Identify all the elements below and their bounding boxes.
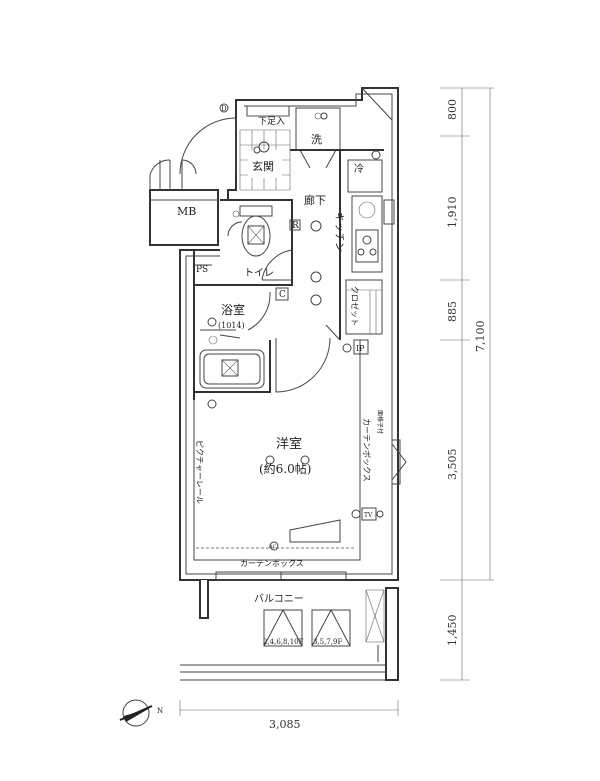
entrance-label: 玄関 <box>252 159 274 173</box>
dim-7100: 7,100 <box>474 321 487 353</box>
dim-1450: 1,450 <box>446 615 459 647</box>
ac-label: AC <box>268 544 277 550</box>
svg-text:N: N <box>157 707 163 715</box>
dim-3085: 3,085 <box>269 718 301 731</box>
mb-label: MB <box>177 205 196 218</box>
dim-885: 885 <box>446 301 459 322</box>
shoes-label: 下足入 <box>258 116 285 127</box>
evacuation-hatches <box>263 608 351 647</box>
kitchen-label: キッチン <box>333 212 345 252</box>
bath-size-label: (1014) <box>218 321 245 330</box>
balcony-window <box>215 571 347 581</box>
dim-800: 800 <box>446 99 459 120</box>
bath-label: 浴室 <box>221 302 245 317</box>
wash-label: 洗 <box>311 133 322 146</box>
ip-label: IP <box>356 344 365 353</box>
hand-window-label: 面格子付 <box>376 410 384 434</box>
bath-fixture <box>199 291 271 389</box>
compass-icon: N <box>119 699 163 727</box>
svg-text:D: D <box>221 105 227 113</box>
r-mark: R <box>292 221 299 231</box>
dim-1910: 1,910 <box>446 197 459 229</box>
toilet-label: トイレ <box>244 268 274 279</box>
kitchen-fixtures <box>345 159 395 335</box>
western-size-label: (約6.0帖) <box>259 461 311 476</box>
curtain-box-side-label: カーテンボックス <box>362 418 371 482</box>
toilet-fixture <box>232 205 273 257</box>
side-window <box>391 439 407 485</box>
closet-label: クロゼット <box>350 286 360 326</box>
fridge-label: 冷 <box>354 162 364 175</box>
lights <box>207 112 384 551</box>
balcony-label: バルコニー <box>254 593 304 605</box>
ac-unit <box>289 519 341 543</box>
curtain-box-bottom-label: カーテンボックス <box>240 559 304 568</box>
western-label: 洋室 <box>276 436 302 452</box>
dim-3505: 3,505 <box>446 449 459 481</box>
c-mark: C <box>279 290 286 300</box>
entrance-area: D <box>149 103 341 246</box>
ps-label: PS <box>196 265 208 275</box>
hatch-b-label: 3,5,7,9F <box>313 638 342 646</box>
dimension-lines <box>179 87 494 716</box>
picture-rail-label: ピクチャーレール <box>195 440 204 504</box>
tv-label: TV <box>364 512 373 519</box>
hallway-label: 廊下 <box>304 193 326 207</box>
hatch-a-label: 2,4,6,8,10F <box>263 638 304 646</box>
